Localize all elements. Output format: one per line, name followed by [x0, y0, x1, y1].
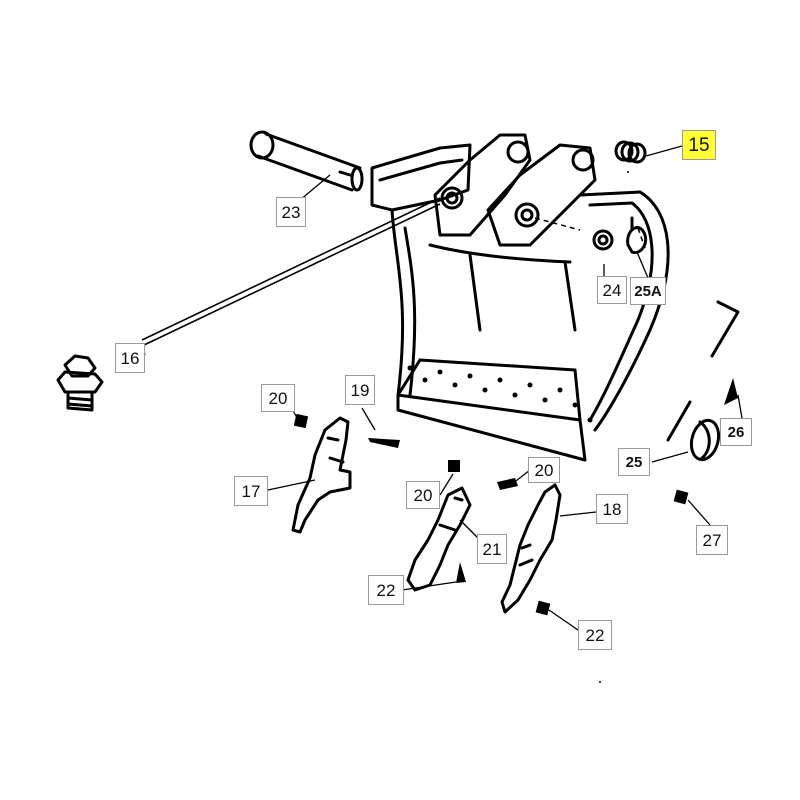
callout-20-right: 20 [528, 457, 560, 483]
callout-18: 18 [596, 494, 628, 524]
adapter-17 [291, 416, 352, 534]
callout-20-top-left: 20 [261, 384, 295, 412]
callout-25a: 25A [630, 277, 666, 305]
retainer-20a [293, 413, 309, 429]
left-ear [433, 133, 532, 237]
callout-25: 25 [618, 448, 650, 476]
callout-15: 15 [682, 130, 716, 160]
callout-24: 24 [597, 276, 627, 304]
callout-27: 27 [696, 525, 728, 555]
cap-25 [689, 418, 721, 462]
bucket-body [370, 143, 670, 462]
retainer-22b [535, 600, 551, 616]
tooth-21 [406, 486, 472, 592]
bushing-15 [614, 140, 647, 164]
pin-26 [724, 378, 738, 405]
callout-26: 26 [720, 418, 752, 446]
callout-16: 16 [115, 343, 145, 373]
callout-20-middle: 20 [406, 481, 440, 509]
callout-22-left: 22 [368, 575, 404, 605]
pin-23 [249, 130, 364, 192]
pin-22a [456, 562, 466, 583]
retainer-20b [448, 460, 460, 472]
callout-23: 23 [276, 197, 306, 227]
adapter-18 [500, 483, 562, 614]
fitting-16 [56, 354, 104, 412]
callout-22-right: 22 [578, 620, 612, 650]
callout-21: 21 [477, 534, 507, 564]
callout-17: 17 [234, 476, 268, 506]
pin-19 [368, 438, 400, 448]
callout-19: 19 [345, 375, 375, 405]
pin-20c [497, 478, 518, 490]
right-ear [486, 143, 597, 247]
retainer-27 [673, 489, 689, 505]
